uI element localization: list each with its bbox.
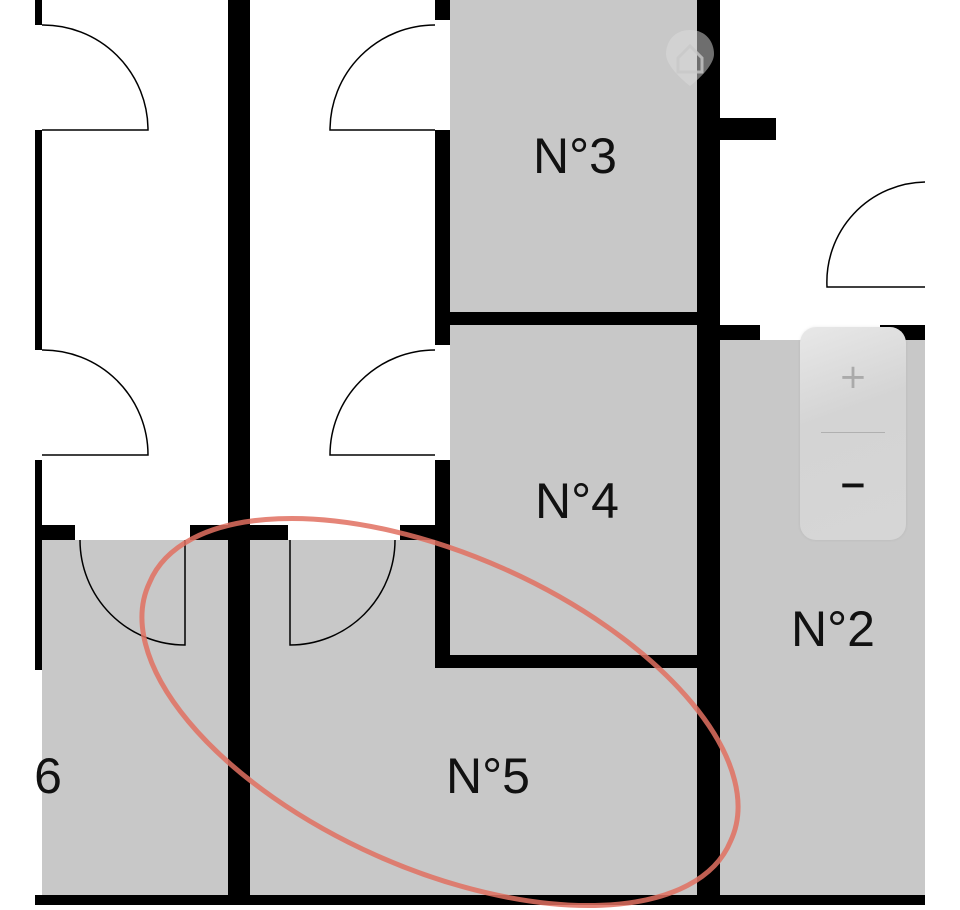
room-5-area[interactable] [250, 540, 697, 895]
room-3-label: N°3 [533, 128, 617, 184]
watermark-subtitle: НЕДВИЖИМОСТЬ [732, 68, 929, 83]
zoom-out-button[interactable]: − [800, 435, 906, 535]
room-6-label: 6 [34, 748, 62, 804]
room-4-label: N°4 [535, 473, 619, 529]
doors [41, 24, 926, 646]
house-pin-icon [666, 30, 714, 86]
room-4-area[interactable] [450, 325, 697, 655]
room-5-label: N°5 [446, 748, 530, 804]
walls [35, 0, 925, 905]
room-2-label: N°2 [791, 601, 875, 657]
zoom-in-button[interactable]: + [800, 327, 906, 427]
room-3-area[interactable] [450, 0, 697, 312]
room-6-area[interactable] [42, 540, 228, 895]
watermark-brand: ONREALT [732, 30, 901, 68]
zoom-divider [821, 432, 885, 433]
zoom-controls: + − [800, 327, 906, 540]
highlight-ellipse [139, 515, 741, 909]
